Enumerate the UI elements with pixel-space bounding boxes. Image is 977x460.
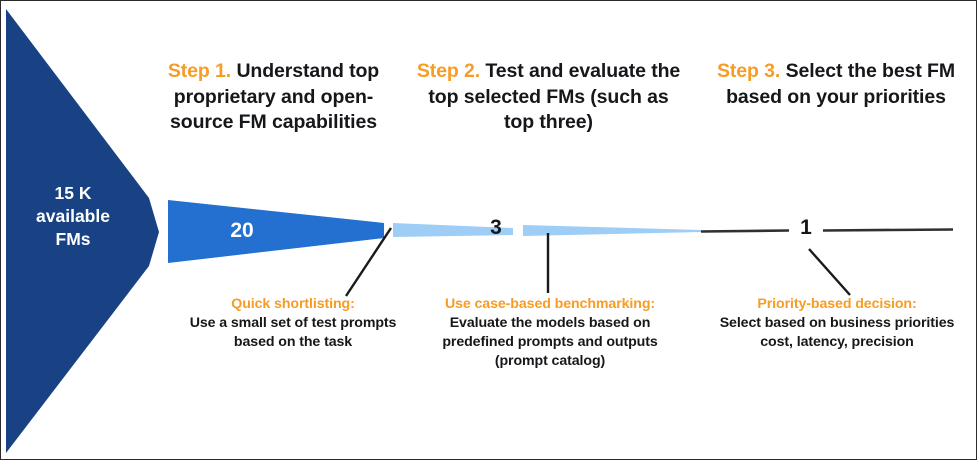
funnel-line-right xyxy=(822,228,954,232)
funnel-count-3: 3 xyxy=(490,216,502,239)
source-arrow-shape xyxy=(6,9,149,453)
annotation-title-1: Quick shortlisting: xyxy=(231,296,355,312)
step-text-2: Test and evaluate the top selected FMs (… xyxy=(428,60,681,134)
annotation-body-1: Use a small set of test prompts based on… xyxy=(189,314,397,350)
step-label-3: Step 3. xyxy=(717,60,781,82)
annotation-step2: Use case-based benchmarking: Evaluate th… xyxy=(414,295,686,371)
annotation-title-3: Priority-based decision: xyxy=(757,296,917,312)
source-label-line1: 15 K xyxy=(54,183,92,203)
source-label-line3: FMs xyxy=(55,229,91,250)
funnel-count-1: 1 xyxy=(800,216,812,239)
step-text-3: Select the best FM based on your priorit… xyxy=(726,60,955,108)
step-heading-2: Step 2. Test and evaluate the top select… xyxy=(411,59,686,136)
step-text-1: Understand top proprietary and open-sour… xyxy=(170,60,380,134)
leader-line-step3 xyxy=(808,248,851,296)
step-heading-1: Step 1. Understand top proprietary and o… xyxy=(167,59,380,136)
step-heading-3: Step 3. Select the best FM based on your… xyxy=(717,59,955,110)
step-label-1: Step 1. xyxy=(167,60,232,82)
annotation-step3: Priority-based decision: Select based on… xyxy=(703,295,971,352)
source-label: 15 K available FMs xyxy=(9,182,137,251)
funnel-segment-step1 xyxy=(168,200,384,263)
leader-line-step1 xyxy=(344,227,393,297)
source-arrow-tip xyxy=(149,198,159,266)
funnel-segment-step2 xyxy=(393,223,513,237)
source-label-line2: available xyxy=(36,206,110,227)
funnel-segment-step3 xyxy=(523,225,701,236)
annotation-body-2: Evaluate the models based on predefined … xyxy=(442,314,658,369)
funnel-line-mid xyxy=(700,229,790,233)
step-label-2: Step 2. xyxy=(416,60,481,82)
annotation-title-2: Use case-based benchmarking: xyxy=(444,296,656,312)
funnel-count-20: 20 xyxy=(230,219,254,242)
annotation-step1: Quick shortlisting: Use a small set of t… xyxy=(186,295,400,352)
annotation-body-3: Select based on business priorities cost… xyxy=(719,314,955,350)
